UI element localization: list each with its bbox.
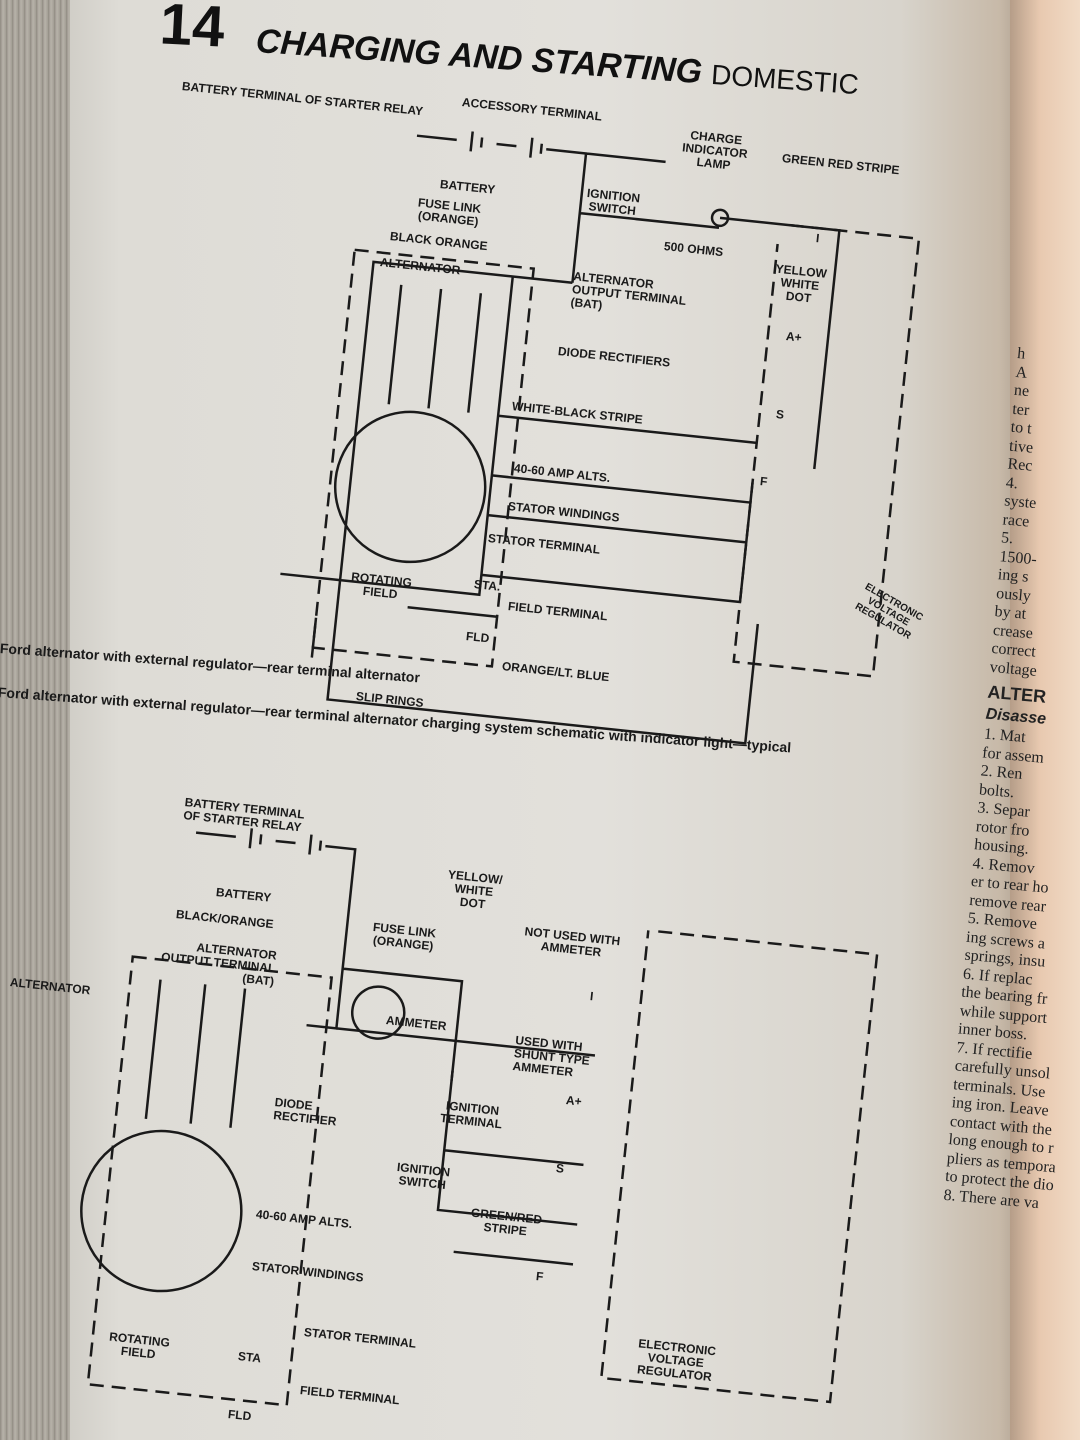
label-a-plus: A+ bbox=[785, 329, 803, 345]
facing-page bbox=[1010, 0, 1080, 1440]
label-charge-indicator-lamp: CHARGE INDICATOR LAMP bbox=[681, 128, 749, 173]
label2-a-plus: A+ bbox=[565, 1093, 583, 1109]
label2-fld: FLD bbox=[227, 1407, 252, 1424]
label2-yellow-white-dot: YELLOW/ WHITE DOT bbox=[447, 867, 504, 912]
label-yellow-white-dot: YELLOW WHITE DOT bbox=[775, 261, 828, 306]
section-heading: ALTER bbox=[986, 681, 1047, 707]
label2-f: F bbox=[535, 1269, 545, 1284]
label2-s: S bbox=[555, 1161, 565, 1176]
label-f: F bbox=[759, 474, 769, 489]
label2-sta: STA bbox=[237, 1349, 262, 1366]
label-s: S bbox=[775, 407, 785, 422]
label-fld: FLD bbox=[465, 629, 490, 646]
book-page-edges bbox=[0, 0, 70, 1440]
label-sta: STA. bbox=[473, 577, 502, 594]
